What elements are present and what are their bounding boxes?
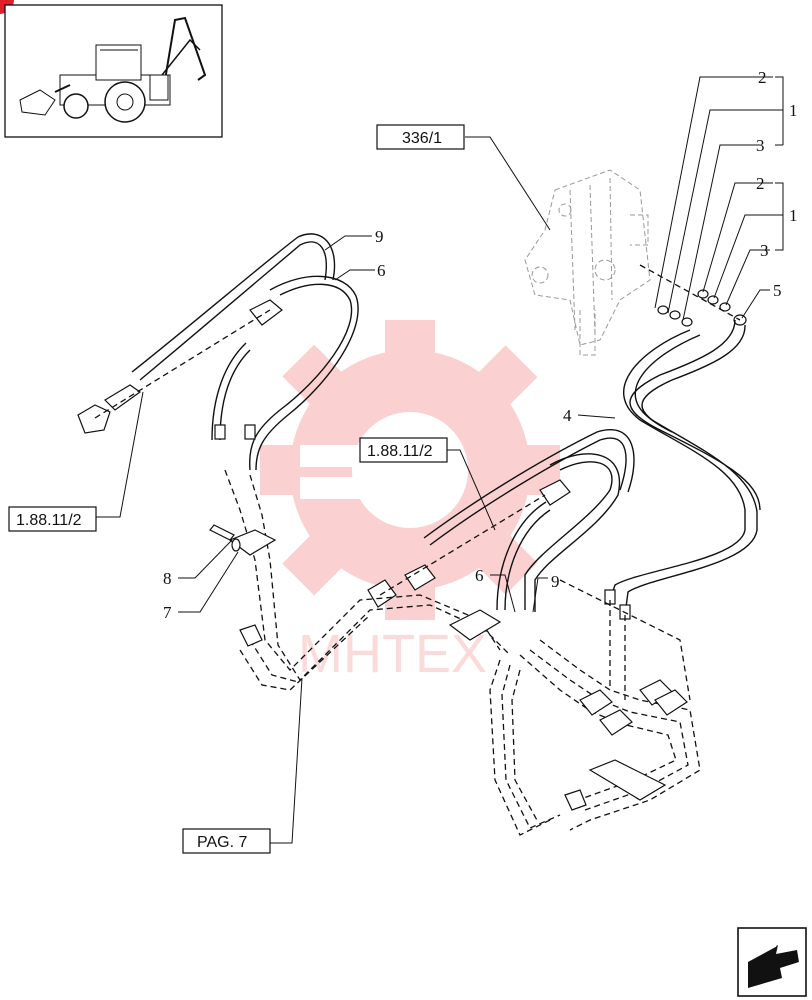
callout-9-upper: 9: [375, 227, 384, 246]
reference-box-valve[interactable]: 336/1: [376, 124, 465, 150]
reference-box-page[interactable]: PAG. 7: [182, 828, 271, 854]
watermark-text: MHTEX: [298, 624, 487, 684]
reference-box-center[interactable]: 1.88.11/2: [359, 437, 448, 463]
upper-hoses: [77, 233, 359, 471]
callout-1-top: 1: [789, 101, 798, 120]
callout-3-mid: 3: [760, 241, 769, 260]
callout-4: 4: [563, 406, 572, 425]
dashed-hose-routing: [224, 469, 701, 836]
callout-9-center: 9: [551, 572, 560, 591]
reference-box-left[interactable]: 1.88.11/2: [8, 506, 97, 532]
callout-6-center: 6: [475, 566, 484, 585]
reference-label-center: 1.88.11/2: [367, 443, 433, 460]
callout-5: 5: [773, 281, 782, 300]
callout-2-top: 2: [758, 68, 767, 87]
bolt-and-washer: [209, 524, 241, 552]
callout-2-mid: 2: [756, 174, 765, 193]
callout-3-top: 3: [756, 136, 765, 155]
next-page-arrow-icon[interactable]: [737, 927, 807, 997]
reference-label-page: PAG. 7: [197, 834, 247, 851]
callout-8: 8: [163, 569, 172, 588]
valve-port-fittings: [639, 264, 747, 327]
callout-leaders: [96, 76, 784, 844]
callout-1-mid: 1: [789, 206, 798, 225]
hose-pair-4: [604, 319, 761, 620]
reference-label-valve: 336/1: [402, 130, 442, 147]
backhoe-loader-icon: [19, 16, 207, 123]
thumbnail-frame: [4, 4, 223, 138]
reference-label-left: 1.88.11/2: [16, 512, 82, 529]
center-hoses: [367, 429, 635, 612]
callout-6-upper: 6: [377, 261, 386, 280]
callout-7: 7: [163, 603, 172, 622]
control-valve-assembly: [524, 169, 651, 356]
